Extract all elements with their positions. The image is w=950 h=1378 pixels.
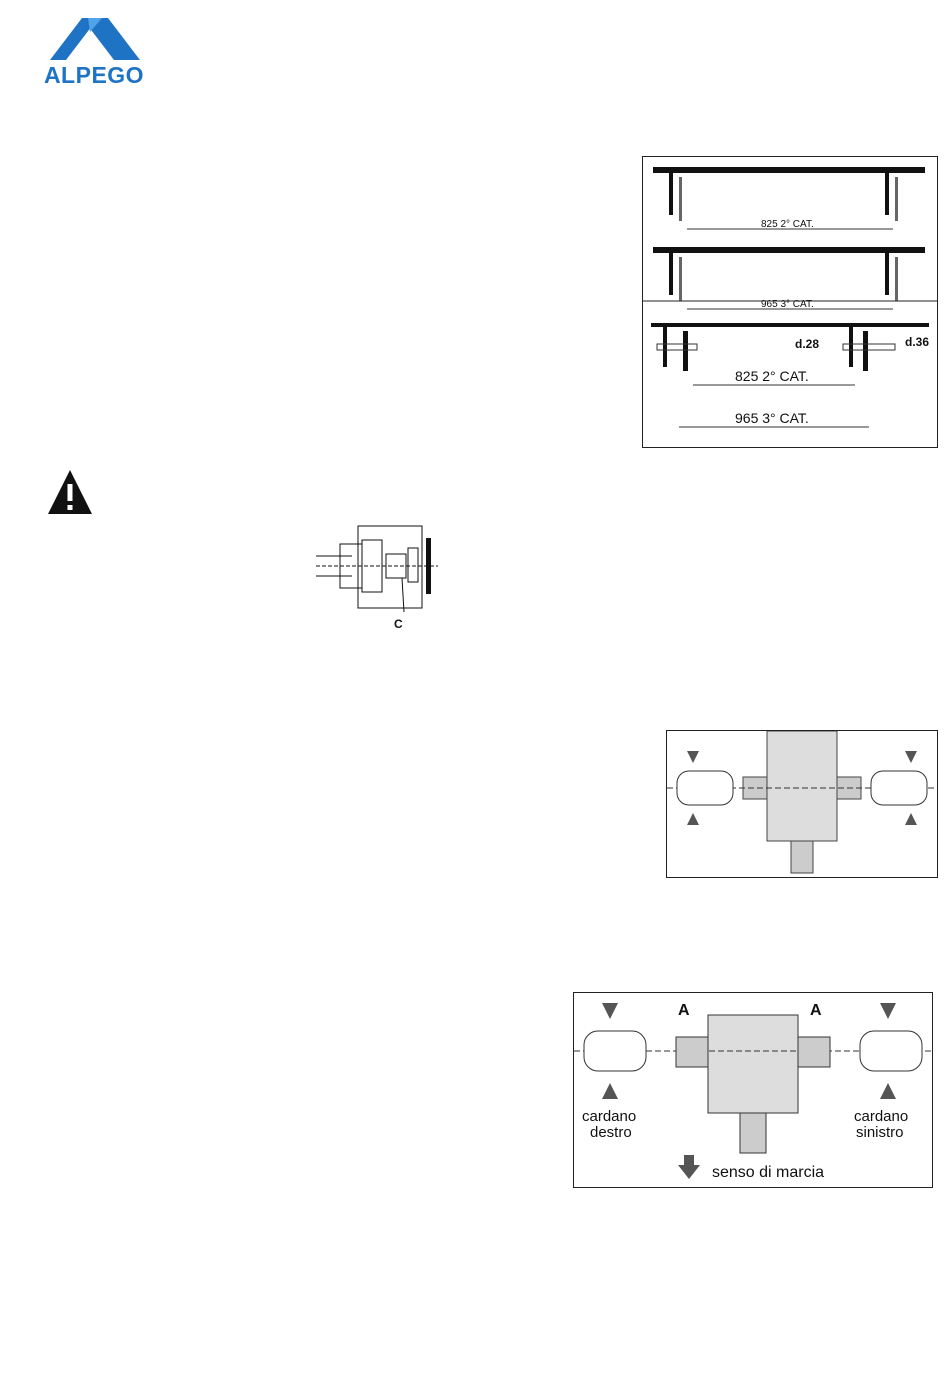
direction-arrow-icon [678,1155,700,1179]
left-caption-line2: destro [590,1124,632,1141]
figure-hitch-categories: 825 2° CAT. 965 3° CAT. d.28 d.36 825 2°… [642,156,938,448]
brand-logo: ALPEGO [36,14,152,86]
left-caption-line1: cardano [582,1108,636,1125]
press-arrow-icon [602,1083,618,1099]
lower-dim-3-label: 965 3° CAT. [735,410,809,426]
figure-gearbox-labeled: A A cardano destro cardano sinistro sens… [573,992,933,1188]
press-arrow-icon [687,813,699,825]
lower-dim-2-label: 825 2° CAT. [735,368,809,384]
figure-gearbox-simple [666,730,938,878]
warning-triangle-icon [46,468,94,516]
pin-small-label: d.28 [795,337,819,351]
logo-mark [36,14,152,64]
figure-pto-shaft: C [312,518,442,632]
press-arrow-icon [880,1003,896,1019]
direction-caption: senso di marcia [712,1164,824,1181]
hitch-dim-2-label: 825 2° CAT. [761,219,814,230]
press-arrow-icon [602,1003,618,1019]
press-arrow-icon [687,751,699,763]
pto-callout-label: C [394,617,403,631]
press-arrow-icon [905,813,917,825]
press-arrow-icon [880,1083,896,1099]
pin-large-label: d.36 [905,335,929,349]
right-caption-line2: sinistro [856,1124,904,1141]
label-a-left: A [678,1002,690,1019]
press-arrow-icon [905,751,917,763]
right-caption-line1: cardano [854,1108,908,1125]
logo-text: ALPEGO [36,62,152,89]
label-a-right: A [810,1002,822,1019]
